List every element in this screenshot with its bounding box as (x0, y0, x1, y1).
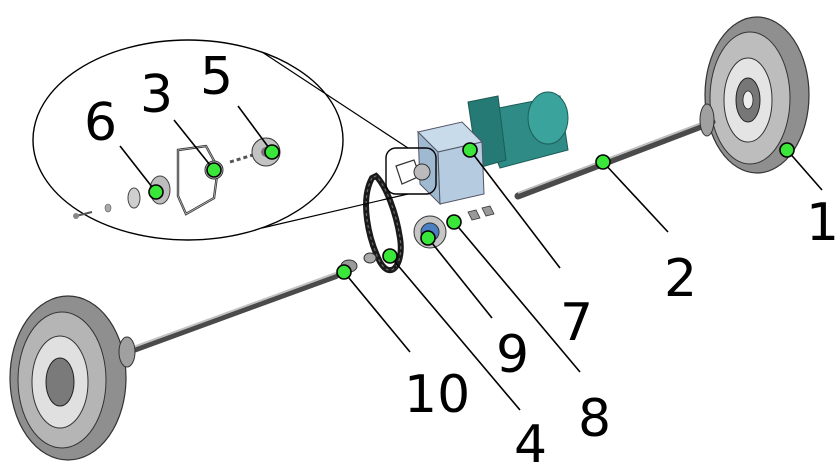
callout-4: 4 (514, 415, 547, 466)
callout-9: 9 (496, 325, 529, 385)
marker-7 (462, 142, 478, 158)
right-wheel (704, 16, 810, 174)
markers (148, 142, 795, 280)
chain (363, 172, 404, 273)
left-wheel (9, 295, 127, 461)
marker-6 (148, 184, 164, 200)
callout-7: 7 (560, 293, 593, 353)
callout-5: 5 (200, 47, 233, 107)
callout-labels: 1 2 3 4 5 6 7 8 9 10 (84, 47, 836, 466)
callout-8: 8 (578, 389, 611, 449)
callout-1: 1 (806, 193, 836, 253)
callout-10: 10 (404, 365, 470, 425)
leader-lines (119, 105, 823, 411)
callout-3: 3 (140, 65, 173, 125)
right-axle (514, 103, 716, 200)
marker-8 (446, 214, 462, 230)
marker-10 (336, 264, 352, 280)
callout-2: 2 (664, 249, 697, 309)
marker-9 (420, 230, 436, 246)
marker-5 (264, 144, 280, 160)
marker-2 (595, 154, 611, 170)
detail-callout-bubble (32, 39, 437, 241)
marker-3 (206, 162, 222, 178)
marker-1 (779, 142, 795, 158)
left-axle (118, 272, 339, 368)
callout-6: 6 (84, 93, 117, 153)
marker-4 (382, 248, 398, 264)
